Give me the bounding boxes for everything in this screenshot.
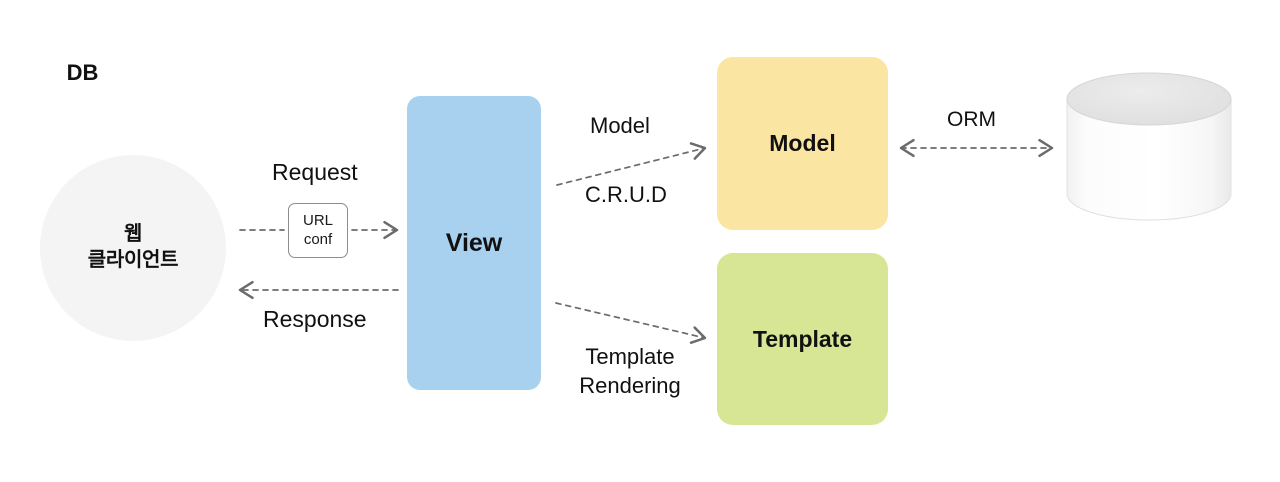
web-client-label-line1: 웹 bbox=[123, 223, 143, 246]
edge-label-model: Model bbox=[590, 113, 650, 138]
edge-label-response: Response bbox=[263, 306, 367, 332]
web-client-label-line2: 클라이언트 bbox=[87, 249, 179, 271]
edge-template-rendering bbox=[555, 302, 707, 344]
edge-model-crud bbox=[556, 142, 707, 186]
web-client-node[interactable]: 웹 클라이언트 bbox=[40, 155, 226, 341]
url-conf-node[interactable]: URL conf bbox=[288, 203, 348, 258]
template-node[interactable]: Template bbox=[717, 253, 888, 425]
view-label: View bbox=[445, 228, 503, 257]
edge-label-crud: C.R.U.D bbox=[585, 182, 667, 207]
url-conf-label-line1: URL bbox=[302, 212, 333, 230]
model-node[interactable]: Model bbox=[717, 57, 888, 230]
db-cylinder-shape bbox=[1066, 72, 1232, 221]
edge-label-orm: ORM bbox=[947, 108, 996, 131]
edge-label-request: Request bbox=[272, 159, 358, 185]
template-label: Template bbox=[752, 325, 853, 352]
model-label: Model bbox=[769, 130, 836, 156]
edge-label-template-rendering-line2: Rendering bbox=[579, 373, 681, 399]
database-label: DB bbox=[66, 60, 99, 85]
edge-label-template-rendering-line1: Template bbox=[585, 344, 675, 369]
database-node[interactable]: DB bbox=[0, 0, 165, 128]
url-conf-label-line2: conf bbox=[303, 230, 333, 248]
edge-label-template-rendering: Template Rendering bbox=[570, 342, 690, 401]
view-node[interactable]: View bbox=[407, 96, 541, 390]
